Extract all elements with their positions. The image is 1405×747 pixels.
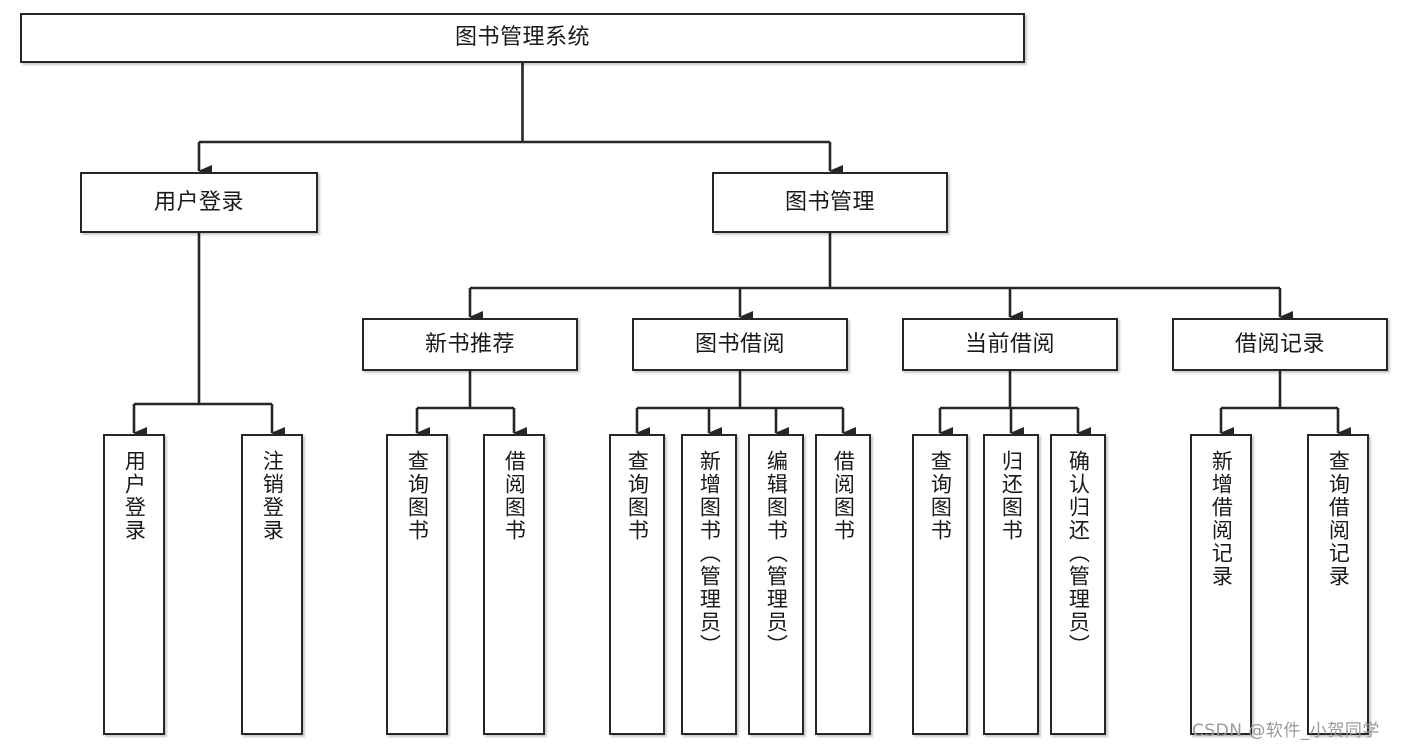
node-root[interactable]: 图书管理系统	[20, 13, 1025, 63]
node-leaf-user-logout[interactable]: 注销登录	[241, 434, 303, 735]
node-label-leaf-user-login: 用户登录	[122, 450, 147, 542]
node-leaf-confirm-ret[interactable]: 确认归还（管理员）	[1050, 434, 1106, 735]
node-leaf-return-book[interactable]: 归还图书	[983, 434, 1039, 735]
node-label-book-borrow: 图书借阅	[694, 331, 785, 357]
node-label-leaf-return-book: 归还图书	[999, 450, 1024, 542]
node-leaf-borrow-book-1[interactable]: 借阅图书	[483, 434, 545, 735]
node-label-leaf-confirm-ret: 确认归还（管理员）	[1066, 450, 1091, 657]
node-leaf-user-login[interactable]: 用户登录	[103, 434, 165, 735]
node-leaf-query-book-2[interactable]: 查询图书	[609, 434, 665, 735]
node-label-leaf-borrow-book-1: 借阅图书	[502, 450, 527, 542]
node-borrow-record[interactable]: 借阅记录	[1172, 318, 1388, 371]
node-leaf-borrow-book-2[interactable]: 借阅图书	[815, 434, 871, 735]
node-leaf-query-record[interactable]: 查询借阅记录	[1307, 434, 1369, 735]
node-label-new-book-rec: 新书推荐	[424, 331, 515, 357]
node-label-leaf-add-book: 新增图书（管理员）	[697, 450, 722, 657]
node-label-book-manage: 图书管理	[784, 189, 875, 215]
node-user-login[interactable]: 用户登录	[80, 172, 318, 233]
node-label-leaf-edit-book: 编辑图书（管理员）	[764, 450, 789, 657]
node-label-leaf-borrow-book-2: 借阅图书	[831, 450, 856, 542]
node-label-leaf-query-book-3: 查询图书	[928, 450, 953, 542]
node-leaf-edit-book[interactable]: 编辑图书（管理员）	[748, 434, 804, 735]
node-label-current-borrow: 当前借阅	[964, 331, 1055, 357]
node-label-root: 图书管理系统	[454, 25, 590, 51]
node-label-leaf-query-book-1: 查询图书	[405, 450, 430, 542]
node-book-borrow[interactable]: 图书借阅	[632, 318, 848, 371]
node-label-leaf-query-record: 查询借阅记录	[1326, 450, 1351, 588]
node-book-manage[interactable]: 图书管理	[712, 172, 948, 233]
csdn-watermark: CSDN @软件_小贺同学	[1192, 721, 1380, 741]
node-label-user-login: 用户登录	[153, 189, 244, 215]
node-label-leaf-user-logout: 注销登录	[260, 450, 285, 542]
node-new-book-rec[interactable]: 新书推荐	[362, 318, 578, 371]
node-leaf-add-book[interactable]: 新增图书（管理员）	[681, 434, 737, 735]
node-leaf-query-book-1[interactable]: 查询图书	[386, 434, 448, 735]
node-leaf-query-book-3[interactable]: 查询图书	[912, 434, 968, 735]
node-current-borrow[interactable]: 当前借阅	[902, 318, 1118, 371]
node-leaf-add-record[interactable]: 新增借阅记录	[1190, 434, 1252, 735]
node-label-leaf-add-record: 新增借阅记录	[1209, 450, 1234, 588]
node-label-borrow-record: 借阅记录	[1234, 331, 1325, 357]
node-label-leaf-query-book-2: 查询图书	[625, 450, 650, 542]
